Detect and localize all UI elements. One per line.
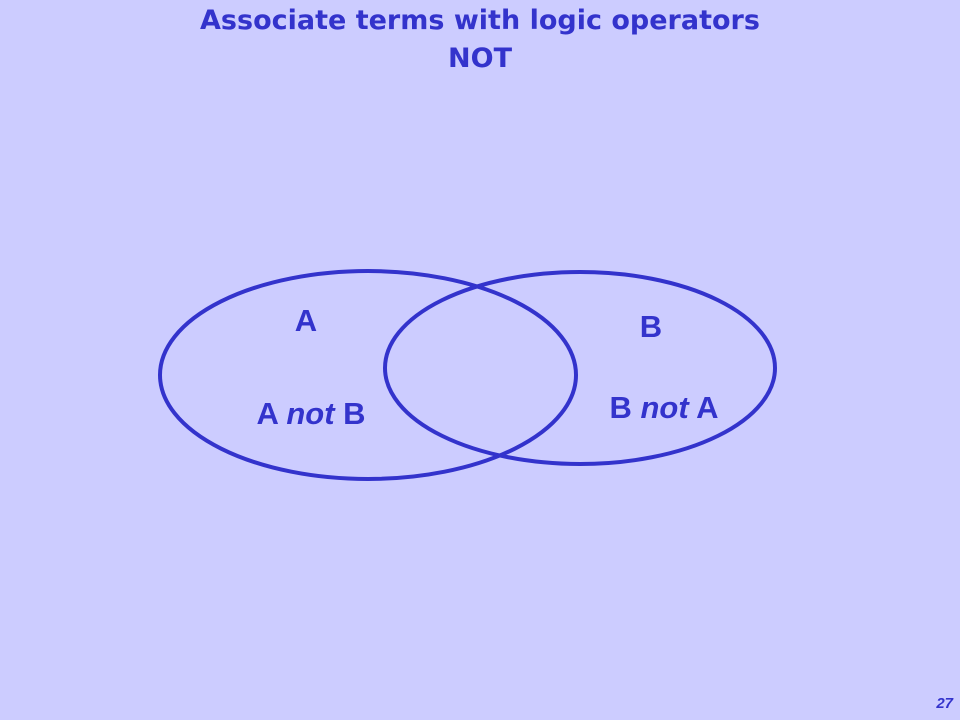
region-b-not-a-label: B not A (609, 390, 718, 425)
slide-subtitle-operator: NOT (448, 43, 512, 74)
page-number: 27 (936, 695, 953, 712)
venn-circle-a (158, 269, 578, 481)
region-a-left-term: A (256, 396, 278, 431)
venn-circle-b (383, 270, 777, 466)
region-a-operator: not (286, 396, 336, 431)
region-b-left-term: B (609, 390, 631, 425)
region-b-right-term: A (696, 390, 718, 425)
set-a-label: A (295, 303, 317, 338)
region-b-operator: not (640, 390, 690, 425)
slide-title: Associate terms with logic operators (200, 5, 760, 36)
set-b-label: B (640, 309, 662, 344)
region-a-right-term: B (343, 396, 365, 431)
region-a-not-b-label: A not B (256, 396, 365, 431)
